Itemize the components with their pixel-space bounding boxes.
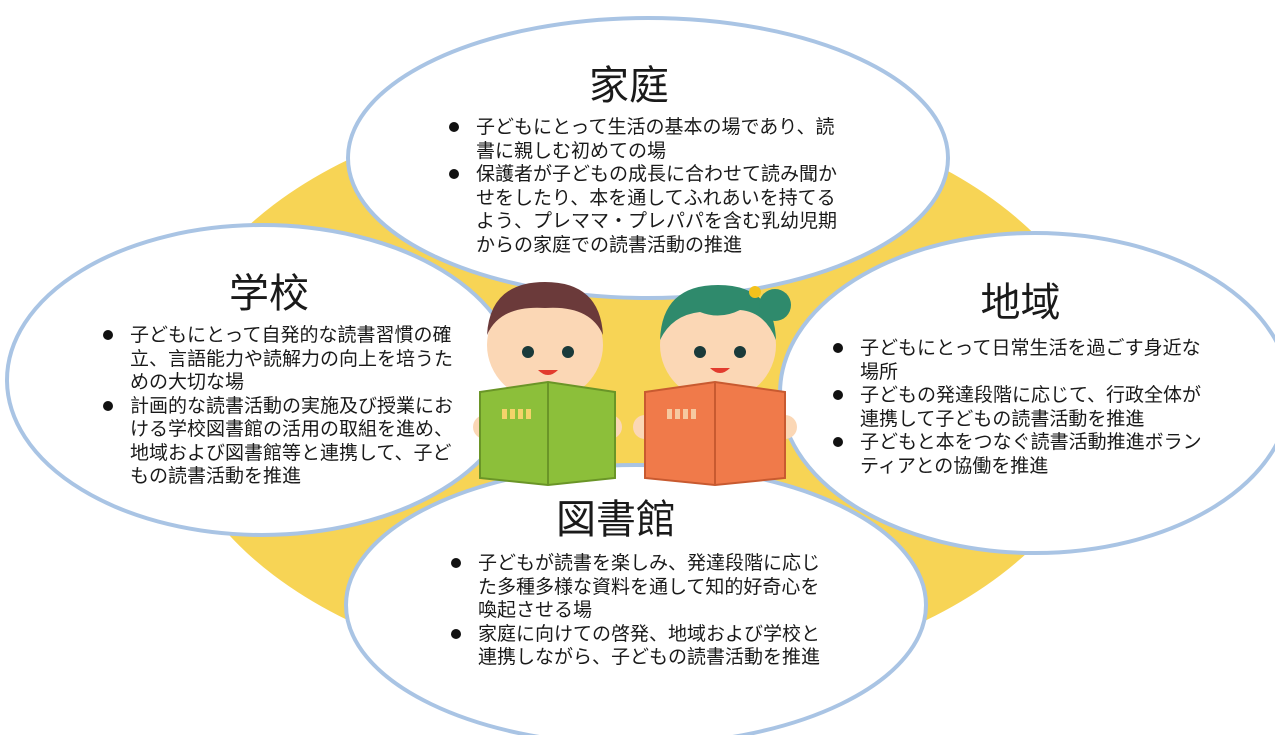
community-bullets: 子どもにとって日常生活を過ごす身近な場所 子どもの発達段階に応じて、行政全体が連… bbox=[828, 337, 1203, 478]
school-bullets: 子どもにとって自発的な読書習慣の確立、言語能力や読解力の向上を培うための大切な場… bbox=[98, 324, 460, 489]
home-title: 家庭 bbox=[589, 63, 669, 109]
school-section: 学校 子どもにとって自発的な読書習慣の確立、言語能力や読解力の向上を培うための大… bbox=[98, 272, 460, 489]
girl-reading-icon bbox=[633, 285, 797, 487]
library-section: 図書館 子どもが読書を楽しみ、発達段階に応じた多種多様な資料を通して知的好奇心を… bbox=[446, 498, 826, 670]
school-title: 学校 bbox=[229, 271, 309, 317]
library-bullet: 子どもが読書を楽しみ、発達段階に応じた多種多様な資料を通して知的好奇心を喚起させ… bbox=[446, 552, 826, 623]
community-bullet: 子どもにとって日常生活を過ごす身近な場所 bbox=[828, 337, 1203, 384]
community-bullet: 子どもの発達段階に応じて、行政全体が連携して子どもの読書活動を推進 bbox=[828, 384, 1203, 431]
community-bullet: 子どもと本をつなぐ読書活動推進ボランティアとの協働を推進 bbox=[828, 431, 1203, 478]
bubble-library bbox=[344, 463, 928, 735]
community-title: 地域 bbox=[980, 280, 1061, 326]
home-section: 家庭 子どもにとって生活の基本の場であり、読書に親しむ初めての場 保護者が子ども… bbox=[444, 64, 844, 257]
school-bullet: 子どもにとって自発的な読書習慣の確立、言語能力や読解力の向上を培うための大切な場 bbox=[98, 324, 460, 395]
community-section: 地域 子どもにとって日常生活を過ごす身近な場所 子どもの発達段階に応じて、行政全… bbox=[828, 281, 1203, 478]
boy-reading-icon bbox=[473, 282, 622, 487]
bubble-home bbox=[346, 16, 950, 300]
library-title: 図書館 bbox=[556, 497, 676, 543]
library-bullet: 家庭に向けての啓発、地域および学校と連携しながら、子どもの読書活動を推進 bbox=[446, 623, 826, 670]
home-bullets: 子どもにとって生活の基本の場であり、読書に親しむ初めての場 保護者が子どもの成長… bbox=[444, 116, 844, 257]
school-bullet: 計画的な読書活動の実施及び授業における学校図書館の活用の取組を進め、地域および図… bbox=[98, 395, 460, 489]
home-bullet: 保護者が子どもの成長に合わせて読み聞かせをしたり、本を通してふれあいを持てるよう… bbox=[444, 163, 844, 257]
library-bullets: 子どもが読書を楽しみ、発達段階に応じた多種多様な資料を通して知的好奇心を喚起させ… bbox=[446, 552, 826, 670]
home-bullet: 子どもにとって生活の基本の場であり、読書に親しむ初めての場 bbox=[444, 116, 844, 163]
